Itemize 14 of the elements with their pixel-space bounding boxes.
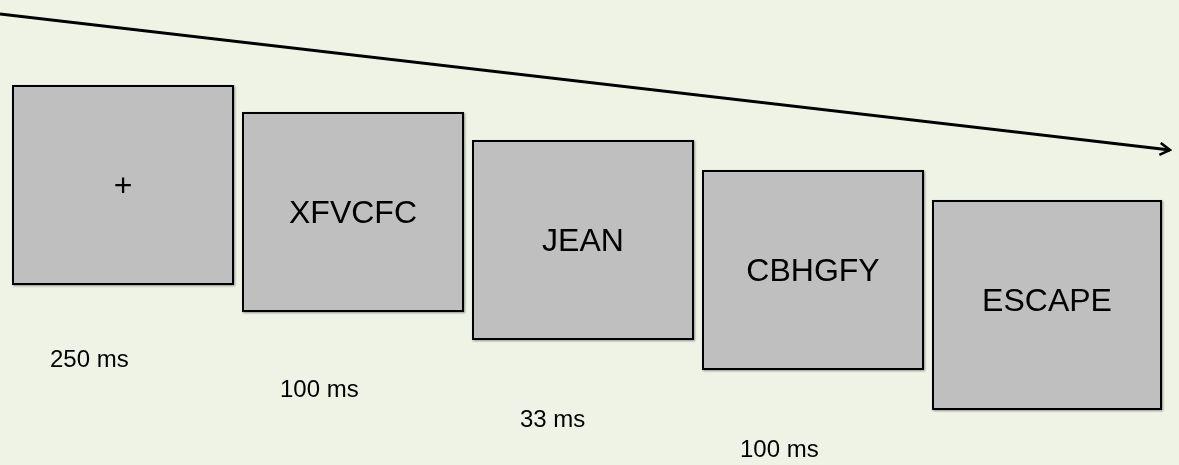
stimulus-text: ESCAPE	[982, 282, 1112, 319]
stimulus-text: XFVCFC	[289, 194, 417, 231]
stimulus-text: JEAN	[542, 222, 624, 259]
screen-card	[932, 200, 1162, 410]
screen-card	[242, 112, 464, 312]
stimulus-text: +	[113, 167, 133, 204]
duration-label: 100 ms	[280, 375, 359, 403]
screen-card	[12, 85, 234, 285]
screen-card	[702, 170, 924, 370]
screen-card	[472, 140, 694, 340]
duration-label: 33 ms	[520, 405, 586, 433]
duration-label: 250 ms	[50, 345, 129, 373]
duration-label: 100 ms	[740, 435, 819, 463]
stimulus-text: CBHGFY	[746, 252, 880, 289]
